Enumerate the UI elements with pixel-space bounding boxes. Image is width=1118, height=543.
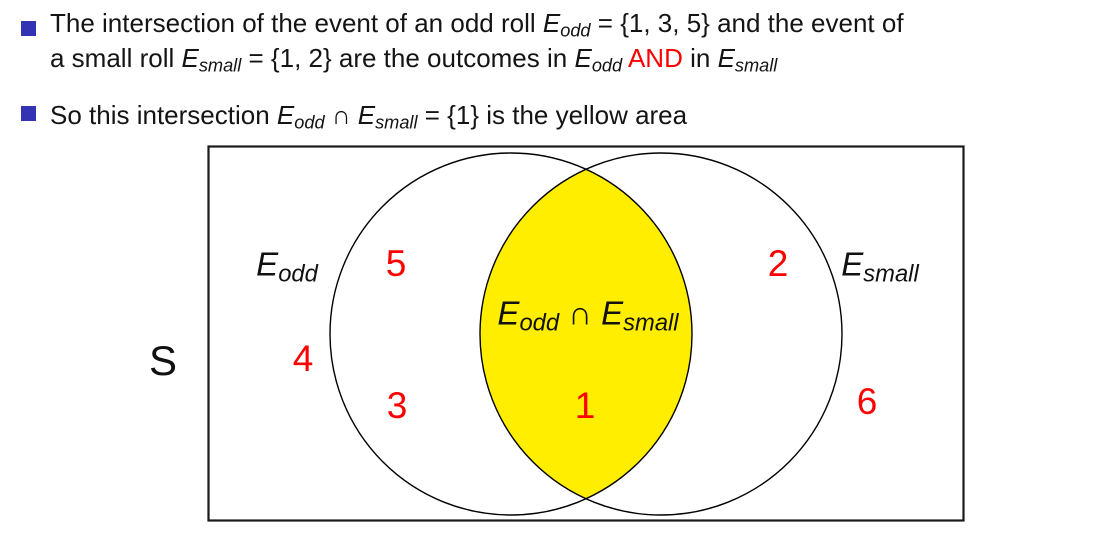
math-subscript: small	[623, 309, 679, 337]
intersection-lens	[480, 169, 692, 499]
outcome-3: 3	[386, 385, 408, 426]
sample-space-label: S	[148, 337, 178, 384]
intersection-label: Eodd ∩ Esmall	[497, 295, 678, 338]
math-equals: =	[241, 43, 271, 73]
outcome-2: 2	[767, 243, 789, 284]
bullet-square-icon	[21, 106, 36, 121]
and-emphasis: AND	[627, 43, 683, 73]
sample-space-rect	[207, 145, 965, 522]
odd-event-label: Eodd	[256, 246, 318, 289]
math-set: {1, 2}	[270, 43, 332, 73]
odd-event-circle	[329, 152, 693, 516]
small-event-label: Esmall	[841, 246, 918, 289]
bullet-square-icon	[21, 21, 36, 36]
math-subscript: odd	[560, 20, 591, 41]
small-event-circle	[479, 152, 843, 516]
math-subscript: small	[375, 112, 418, 133]
intersection-operator: ∩	[324, 100, 358, 130]
text-segment: in	[682, 43, 718, 73]
math-e: E	[276, 100, 295, 130]
math-e: E	[601, 294, 624, 332]
math-subscript: odd	[294, 112, 325, 133]
math-subscript: small	[863, 260, 919, 288]
math-subscript: odd	[591, 55, 623, 76]
math-subscript: odd	[519, 309, 560, 337]
math-e: E	[497, 294, 520, 332]
outcome-4: 4	[292, 338, 314, 379]
text-segment: is the yellow area	[479, 100, 688, 130]
math-e: E	[542, 8, 561, 38]
math-e: E	[841, 245, 864, 283]
venn-diagram: Eodd Esmall Eodd ∩ Esmall 1 2 3 4 5 6	[207, 145, 965, 522]
intersection-operator: ∩	[559, 294, 602, 332]
math-subscript: small	[198, 55, 242, 76]
bullet-1-line-2: a small roll Esmall = {1, 2} are the out…	[50, 43, 777, 81]
outcome-1: 1	[574, 385, 596, 426]
text-segment: The intersection of the event of an odd …	[50, 8, 543, 38]
bullet-2-line-1: So this intersection Eodd ∩ Esmall = {1}…	[50, 100, 687, 138]
math-equals: =	[417, 100, 448, 130]
math-set: {1}	[447, 100, 479, 130]
outcome-5: 5	[385, 243, 407, 284]
math-e: E	[181, 43, 199, 73]
math-subscript: odd	[278, 260, 318, 288]
math-e: E	[717, 43, 735, 73]
math-set: {1, 3, 5}	[620, 8, 710, 38]
text-segment: and the event of	[709, 8, 904, 38]
text-segment: a small roll	[50, 43, 182, 73]
math-e: E	[256, 245, 279, 283]
math-subscript: small	[734, 55, 778, 76]
math-e: E	[357, 100, 376, 130]
math-e: E	[574, 43, 592, 73]
text-segment: So this intersection	[50, 100, 277, 130]
outcome-6: 6	[856, 381, 878, 422]
bullet-1-line-1: The intersection of the event of an odd …	[50, 8, 904, 46]
venn-diagram-canvas	[207, 145, 965, 522]
text-segment: are the outcomes in	[331, 43, 575, 73]
math-equals: =	[590, 8, 621, 38]
